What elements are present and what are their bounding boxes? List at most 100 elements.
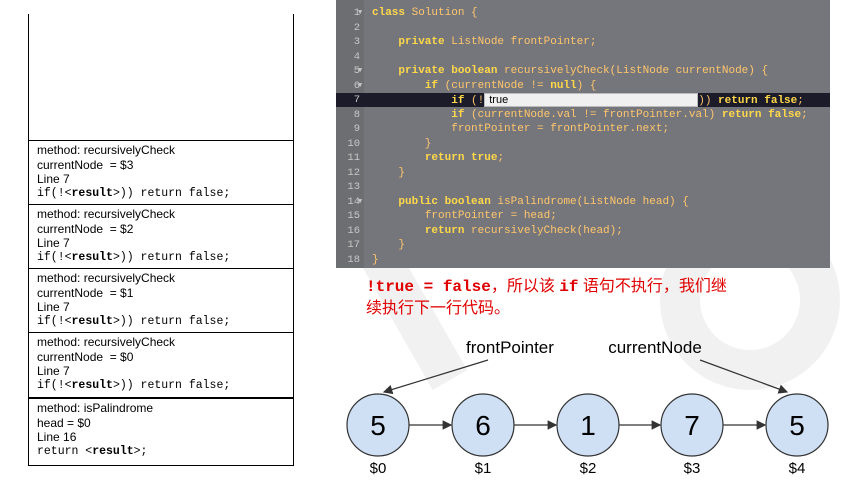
- node-value: 7: [684, 410, 700, 441]
- code-line: 14▼ public boolean isPalindrome(ListNode…: [336, 195, 830, 209]
- code-text: frontPointer = frontPointer.next;: [372, 123, 670, 135]
- code-text: class Solution {: [372, 7, 478, 19]
- code-line: 1▼ class Solution {: [336, 6, 830, 20]
- list-node: [660, 393, 724, 457]
- current-node-arrow: [699, 359, 789, 394]
- line-number: 15: [347, 210, 360, 222]
- code-line: 16 return recursivelyCheck(head);: [336, 224, 830, 238]
- frame-method-label: method: recursivelyCheck: [37, 335, 176, 349]
- explanation-keyword: if: [559, 278, 579, 296]
- code-text: }: [372, 137, 432, 150]
- code-line: 3 private ListNode frontPointer;: [336, 35, 830, 49]
- list-node: [451, 393, 515, 457]
- line-number: 9: [353, 123, 360, 135]
- line-number: 5: [353, 65, 360, 77]
- frame-variable-label: head = $0: [37, 415, 91, 430]
- node-address-label: $4: [789, 460, 806, 477]
- code-text: }: [372, 253, 379, 266]
- frame-statement: if(!<result>)) return false;: [37, 186, 231, 200]
- code-text: if (currentNode != null) {: [424, 79, 597, 92]
- list-node: [765, 393, 829, 457]
- code-line: 10 }: [336, 137, 830, 151]
- node-value: 5: [370, 410, 386, 441]
- code-line: 18}: [336, 253, 830, 267]
- code-text: }: [372, 166, 406, 179]
- frame-variable-label: currentNode = $0: [37, 349, 134, 364]
- line-number: 6: [353, 79, 360, 92]
- frame-statement: return <result>;: [37, 444, 148, 458]
- line-number: 13: [347, 181, 360, 193]
- explanation-text-2: 语句不执行，我们继: [578, 278, 727, 295]
- frame-variable-label: currentNode = $2: [37, 221, 134, 236]
- call-stack-empty-area: [28, 14, 294, 140]
- node-address-label: $2: [580, 460, 597, 477]
- fold-arrow-icon[interactable]: ▼: [358, 81, 363, 90]
- current-node-label: currentNode: [608, 338, 702, 357]
- line-number: 4: [353, 50, 360, 63]
- frame-method-label: method: isPalindrome: [37, 401, 154, 415]
- code-text: private boolean recursivelyCheck(ListNod…: [398, 65, 769, 77]
- line-number: 16: [347, 224, 360, 237]
- code-line: 7 if (!true)) return false;: [336, 93, 830, 107]
- inline-value-box: true: [484, 93, 699, 107]
- line-number: 12: [347, 166, 360, 179]
- code-text: return recursivelyCheck(head);: [424, 224, 623, 237]
- explanation-text-line2: 续执行下一行代码。: [366, 300, 511, 317]
- frame-method-label: method: recursivelyCheck: [37, 143, 176, 157]
- code-line: 17 }: [336, 238, 830, 252]
- front-pointer-arrow: [382, 359, 489, 395]
- frame-statement: if(!<result>)) return false;: [37, 378, 231, 392]
- frame-method-label: method: recursivelyCheck: [37, 207, 176, 221]
- line-number-gutter: [336, 0, 364, 268]
- code-text: }: [372, 239, 406, 251]
- code-line: 11 return true;: [336, 151, 830, 165]
- fold-arrow-icon[interactable]: ▼: [358, 67, 363, 75]
- frame-line-label: Line 16: [37, 430, 77, 444]
- frame-line-label: Line 7: [37, 300, 70, 314]
- line-number: 3: [353, 36, 360, 48]
- list-node: [556, 393, 620, 457]
- node-value: 1: [580, 410, 596, 441]
- line-number: 14: [347, 195, 360, 208]
- code-text: if (!true)) return false;: [451, 93, 804, 107]
- line-number: 10: [347, 137, 360, 150]
- code-line: 15 frontPointer = head;: [336, 209, 830, 223]
- line-number: 7: [353, 94, 360, 106]
- frame-variable-label: currentNode = $1: [37, 285, 134, 300]
- code-line: 8 if (currentNode.val != frontPointer.va…: [336, 108, 830, 122]
- code-text: return true;: [424, 152, 505, 164]
- explanation-text: !true = false，所以该 if 语句不执行，我们继 续执行下一行代码。: [366, 276, 836, 320]
- line-number: 1: [353, 7, 360, 19]
- line-number: 2: [353, 21, 360, 34]
- code-line: 5▼ private boolean recursivelyCheck(List…: [336, 64, 830, 78]
- frame-line-label: Line 7: [37, 172, 70, 186]
- code-text: private ListNode frontPointer;: [398, 36, 597, 48]
- code-line: 13: [336, 180, 830, 194]
- code-line: 9 frontPointer = frontPointer.next;: [336, 122, 830, 136]
- explanation-text-1: ，所以该: [490, 278, 560, 295]
- node-address-label: $0: [370, 460, 387, 477]
- frame-line-label: Line 7: [37, 364, 70, 378]
- node-value: 6: [475, 410, 491, 441]
- line-number: 18: [347, 253, 360, 266]
- fold-arrow-icon[interactable]: ▼: [358, 197, 363, 206]
- code-line: 12 }: [336, 166, 830, 180]
- frame-statement: if(!<result>)) return false;: [37, 250, 231, 264]
- node-address-label: $1: [475, 460, 492, 477]
- frame-statement: if(!<result>)) return false;: [37, 314, 231, 328]
- fold-arrow-icon[interactable]: ▼: [358, 9, 363, 17]
- node-value: 5: [789, 410, 805, 441]
- code-text: public boolean isPalindrome(ListNode hea…: [398, 195, 689, 208]
- code-line: 4: [336, 50, 830, 64]
- frame-variable-label: currentNode = $3: [37, 157, 134, 172]
- line-number: 11: [347, 152, 360, 164]
- code-text: frontPointer = head;: [372, 210, 557, 222]
- frame-method-label: method: recursivelyCheck: [37, 271, 176, 285]
